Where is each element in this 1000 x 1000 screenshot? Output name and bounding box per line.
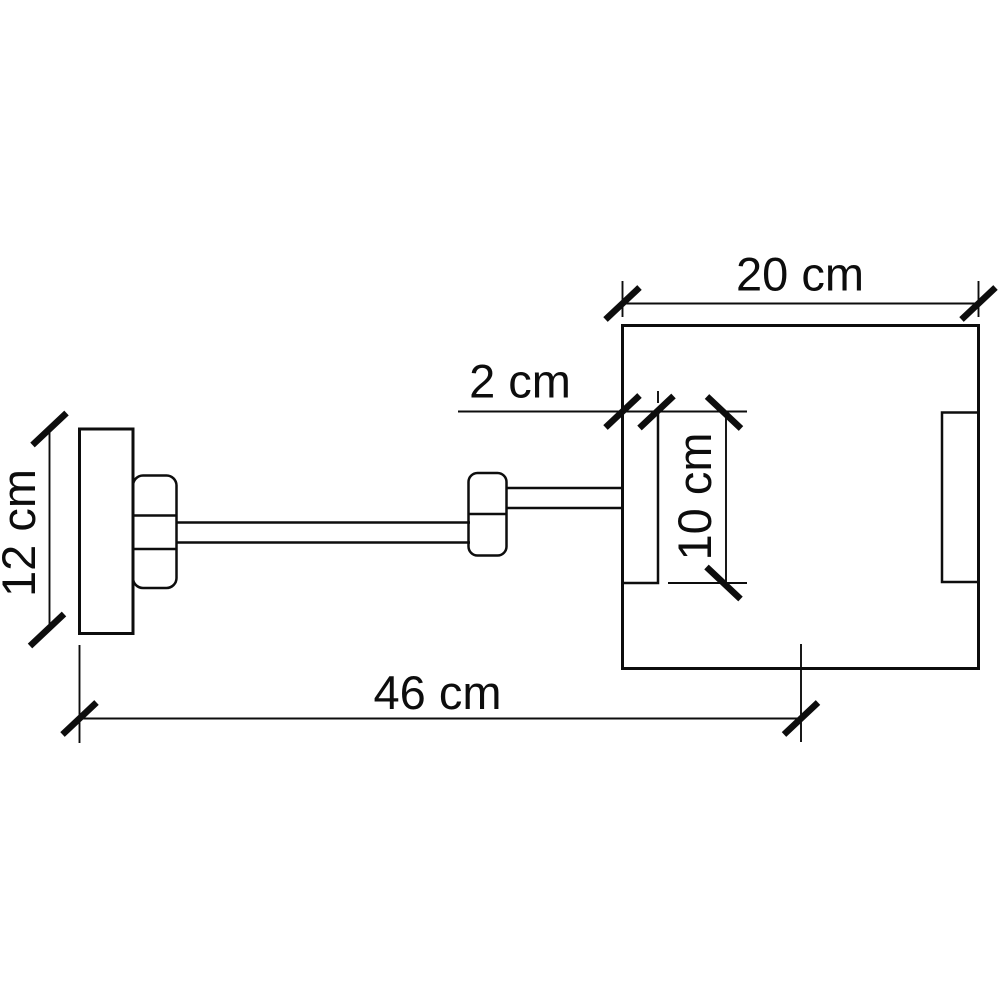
dim-2cm-tick-right [637, 393, 676, 431]
dim-46cm-tick-right [781, 700, 821, 737]
dim-46cm-tick-left [60, 700, 99, 737]
dim-46cm-label: 46 cm [374, 666, 502, 719]
wall-backplate-outline [78, 427, 135, 635]
shade-right-wall-slot [940, 411, 979, 584]
dim-10cm-label: 10 cm [668, 433, 721, 561]
dim-2cm-label: 2 cm [469, 355, 571, 408]
dim-12cm-tick-bottom [27, 611, 67, 649]
dim-10cm-tick-top [704, 394, 744, 431]
dim-12cm-tick-top [30, 410, 69, 448]
dim-2cm-tick-left [603, 393, 642, 430]
shade-left-wall-slot [622, 411, 660, 585]
dim-20cm-label: 20 cm [736, 248, 864, 301]
dim-20cm-tick-right [959, 285, 998, 322]
dim-20cm-tick-left [603, 285, 642, 322]
mounting-bracket-outline [131, 474, 178, 590]
dim-12cm-label: 12 cm [0, 469, 45, 597]
dim-10cm-tick-bottom [704, 564, 743, 602]
